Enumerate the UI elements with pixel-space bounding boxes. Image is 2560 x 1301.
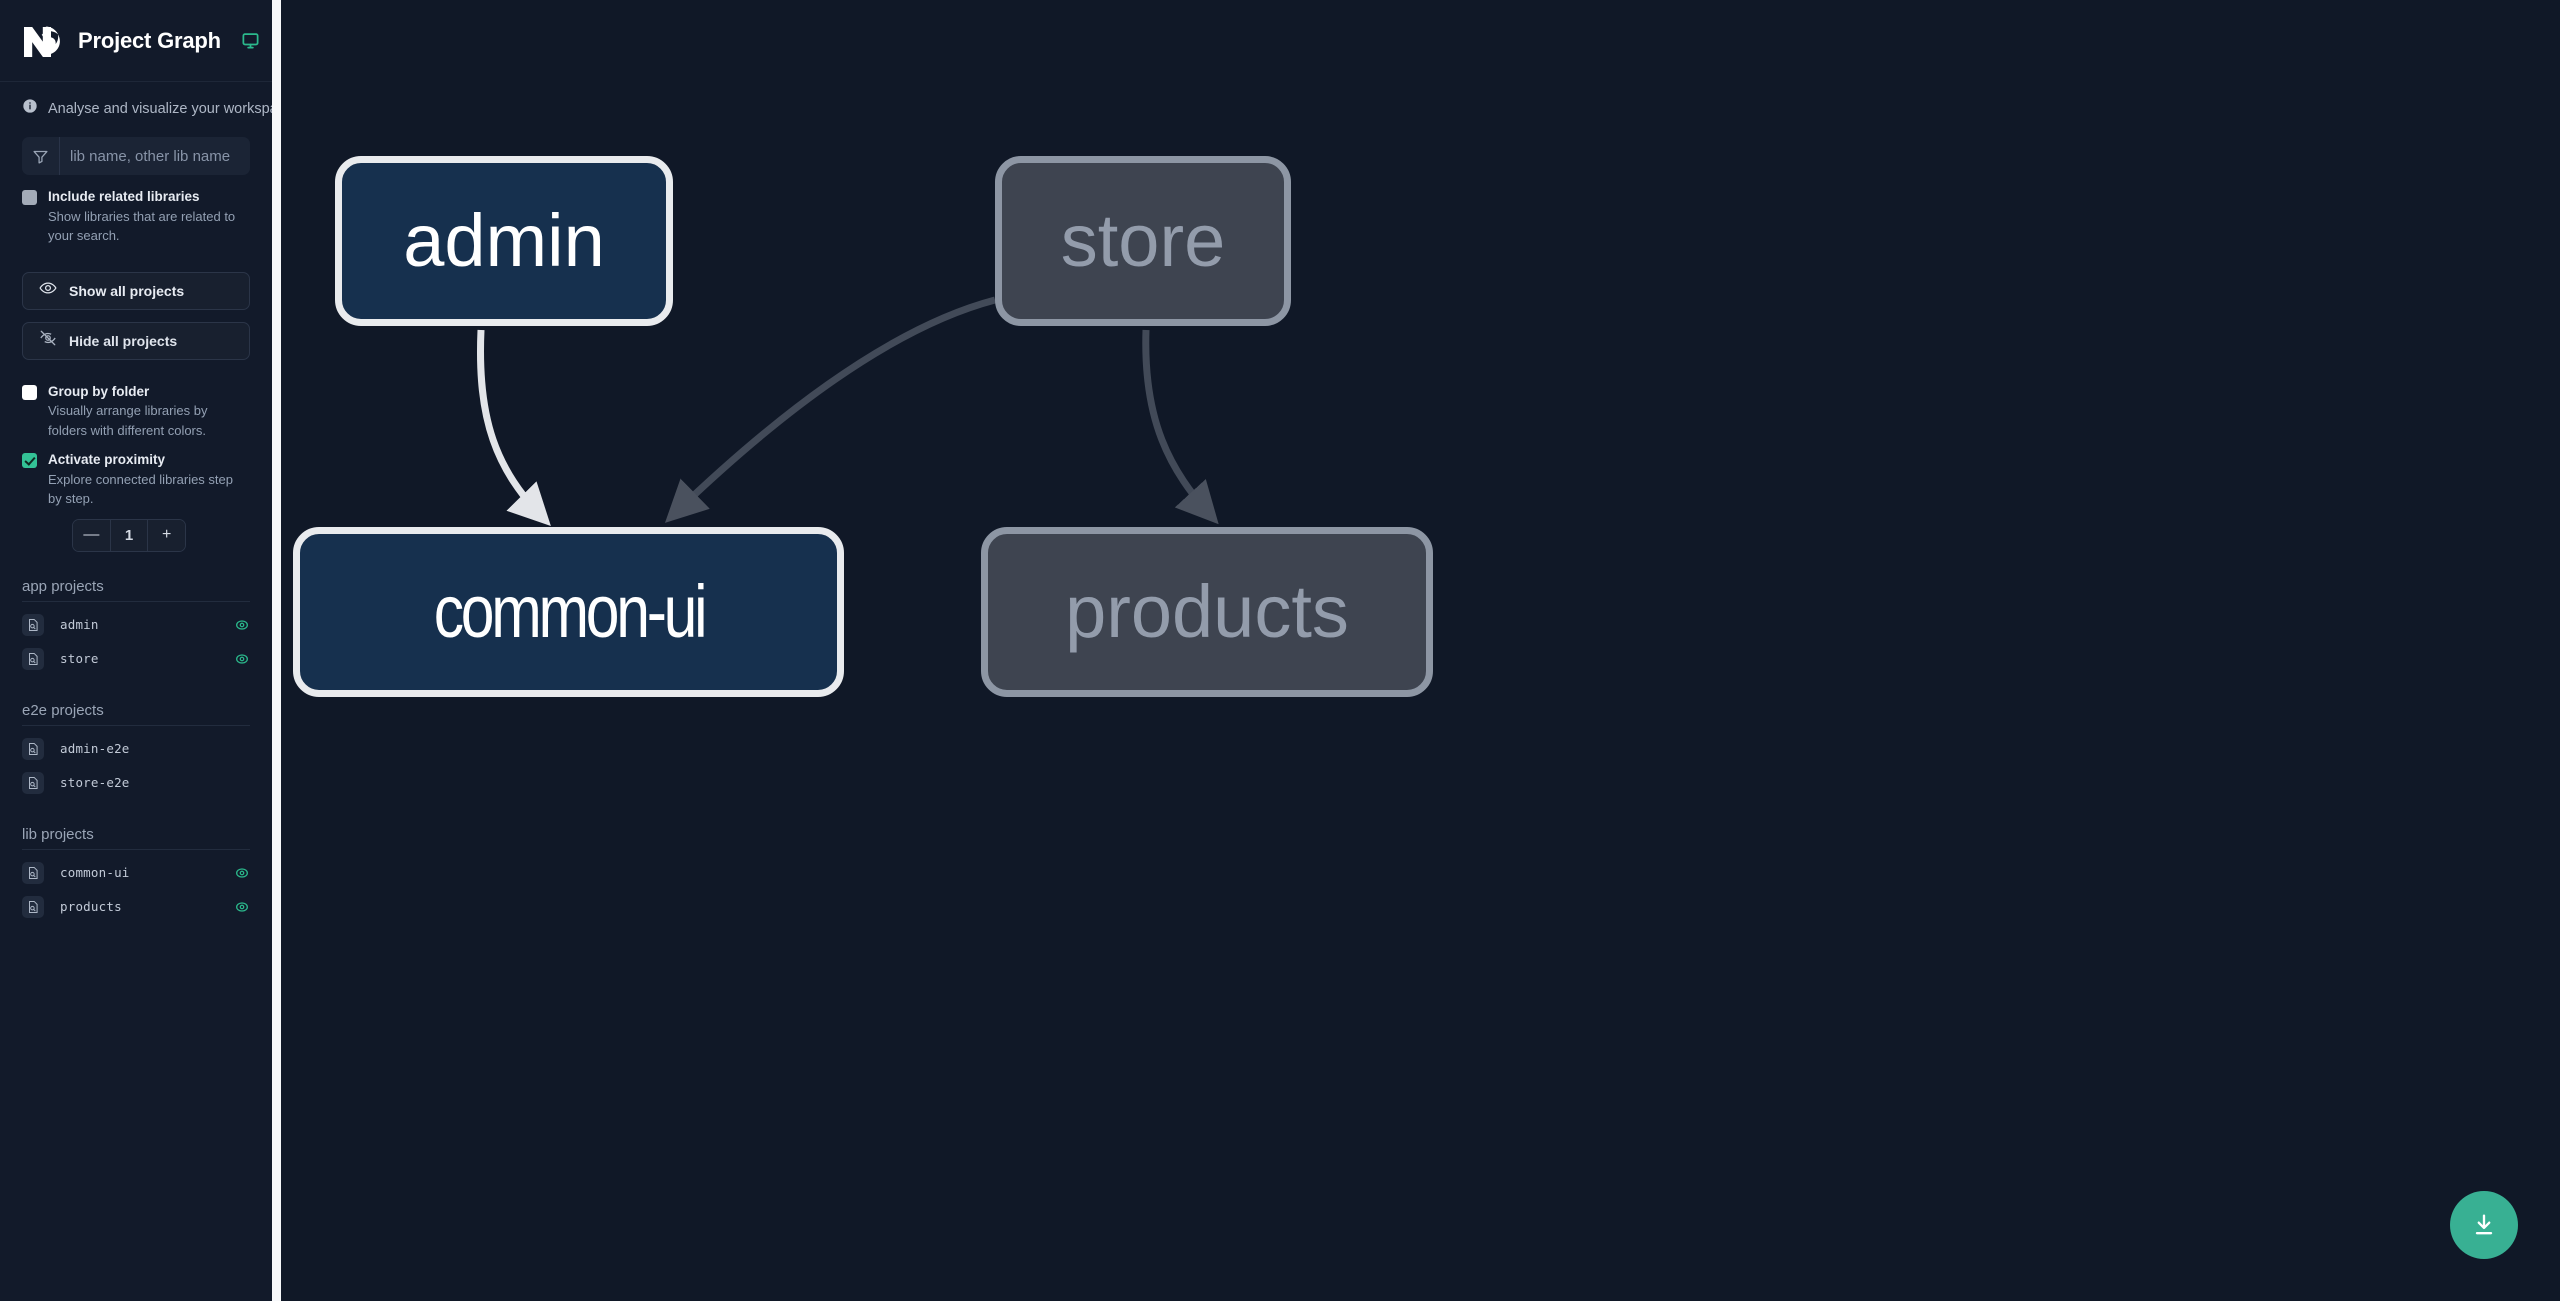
project-row-admin[interactable]: admin: [22, 608, 250, 642]
search-input[interactable]: [60, 137, 250, 175]
project-row-products[interactable]: products: [22, 890, 250, 924]
search-bar[interactable]: [22, 137, 250, 175]
graph-edges: [477, 296, 1219, 527]
eye-icon[interactable]: [234, 865, 250, 881]
eye-icon: [39, 279, 57, 302]
graph-node-store[interactable]: store: [995, 156, 1291, 326]
monitor-icon[interactable]: [241, 31, 260, 50]
proximity-increment-button[interactable]: +: [148, 519, 185, 551]
group-title-app-projects: app projects: [22, 578, 250, 602]
show-all-projects-label: Show all projects: [69, 282, 185, 299]
page-title: Project Graph: [78, 27, 221, 53]
graph-edge-store-to-common-ui: [664, 296, 996, 523]
sidebar-body: Include related libraries Show libraries…: [0, 129, 272, 1301]
project-name: products: [60, 899, 122, 915]
proximity-stepper[interactable]: — 1 +: [72, 518, 186, 552]
graph-node-common-ui[interactable]: common-ui: [293, 527, 844, 697]
project-row-store-e2e[interactable]: store-e2e: [22, 766, 250, 800]
tagline-text: Analyse and visualize your workspace.: [48, 100, 272, 117]
option-label: Activate proximity: [48, 452, 166, 468]
project-name: store: [60, 651, 99, 667]
eye-icon[interactable]: [234, 899, 250, 915]
option-activate-proximity[interactable]: Activate proximity Explore connected lib…: [22, 450, 250, 509]
show-all-projects-button[interactable]: Show all projects: [22, 271, 250, 310]
project-file-icon: [22, 771, 44, 794]
project-row-store[interactable]: store: [22, 642, 250, 676]
option-description: Explore connected libraries step by step…: [48, 471, 233, 507]
eye-icon[interactable]: [234, 651, 250, 667]
sidebar: Project Graph Analyse and visualize your…: [0, 0, 272, 1301]
project-file-icon: [22, 861, 44, 884]
info-icon: [22, 98, 38, 119]
checkbox-include-related-libraries[interactable]: [22, 190, 37, 205]
checkbox-activate-proximity[interactable]: [22, 453, 37, 469]
graph-canvas[interactable]: admin store common-ui products: [281, 0, 2560, 1301]
graph-edge-store-to-products: [1142, 329, 1219, 525]
option-description: Visually arrange libraries by folders wi…: [48, 403, 208, 438]
option-label: Group by folder: [48, 383, 150, 399]
option-include-related-libraries[interactable]: Include related libraries Show libraries…: [22, 187, 250, 246]
nx-logo: [22, 21, 64, 61]
option-label: Include related libraries: [48, 189, 200, 204]
project-row-admin-e2e[interactable]: admin-e2e: [22, 732, 250, 766]
project-file-icon: [22, 737, 44, 760]
filter-icon: [22, 137, 60, 175]
proximity-decrement-button[interactable]: —: [73, 519, 110, 551]
project-name: admin-e2e: [60, 741, 130, 757]
hide-all-projects-button[interactable]: Hide all projects: [22, 321, 250, 360]
project-groups: app projects admin: [22, 578, 250, 924]
graph-node-label: products: [1065, 570, 1349, 653]
project-name: store-e2e: [60, 775, 130, 791]
checkbox-group-by-folder[interactable]: [22, 384, 37, 400]
project-name: admin: [60, 617, 99, 633]
project-name: common-ui: [60, 865, 130, 881]
graph-node-label: store: [1060, 199, 1226, 282]
proximity-value: 1: [109, 519, 149, 551]
sidebar-header: Project Graph: [0, 0, 272, 82]
project-row-common-ui[interactable]: common-ui: [22, 856, 250, 890]
project-file-icon: [22, 895, 44, 918]
eye-off-icon: [39, 329, 57, 352]
eye-icon[interactable]: [234, 617, 250, 633]
sidebar-resize-divider[interactable]: [272, 0, 281, 1301]
hide-all-projects-label: Hide all projects: [69, 332, 178, 349]
graph-node-label: admin: [403, 199, 605, 282]
graph-edge-admin-to-common-ui: [477, 329, 551, 527]
tagline: Analyse and visualize your workspace.: [0, 82, 272, 129]
group-title-lib-projects: lib projects: [22, 826, 250, 850]
graph-node-label: common-ui: [433, 570, 707, 653]
graph-node-products[interactable]: products: [981, 527, 1433, 697]
download-button[interactable]: [2450, 1191, 2518, 1259]
project-file-icon: [22, 647, 44, 670]
group-title-e2e-projects: e2e projects: [22, 702, 250, 726]
graph-node-admin[interactable]: admin: [335, 156, 673, 326]
option-description: Show libraries that are related to your …: [48, 208, 236, 244]
project-file-icon: [22, 613, 44, 636]
option-group-by-folder[interactable]: Group by folder Visually arrange librari…: [22, 382, 250, 441]
